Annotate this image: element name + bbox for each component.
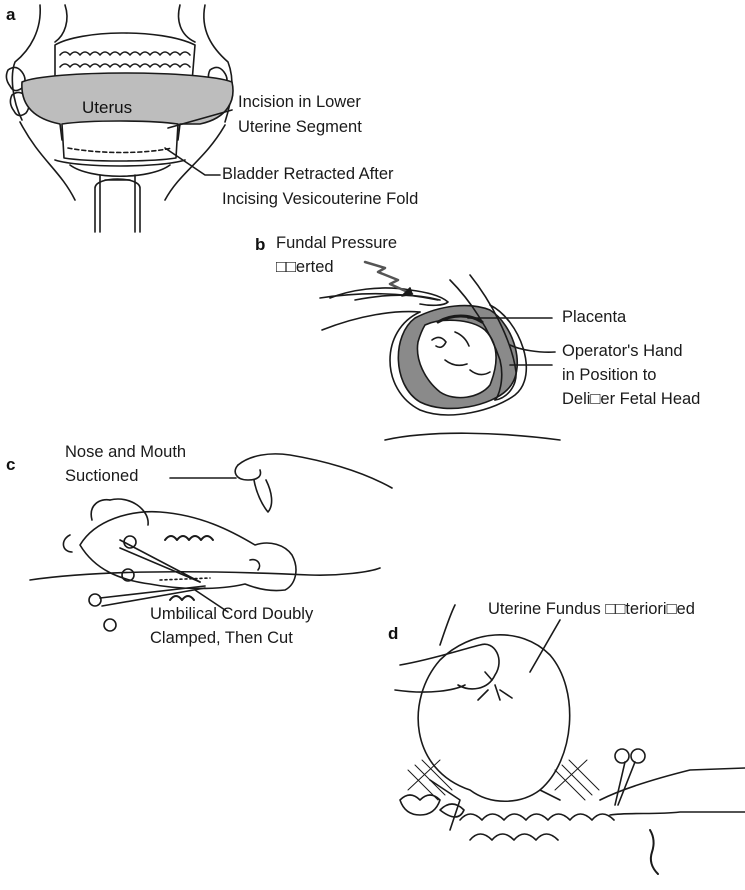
callout-fundal-pressure: Fundal Pressure — [276, 234, 397, 253]
callout-uterine-segment: Uterine Segment — [238, 118, 362, 137]
callout-clamped-cut: Clamped, Then Cut — [150, 629, 293, 648]
panel-d-label: d — [388, 624, 398, 644]
panel-b-illustration — [320, 262, 560, 440]
panel-a-illustration — [6, 5, 233, 232]
callout-deliver-fetal-head: Deli□er Fetal Head — [562, 390, 700, 409]
callout-incision-lower: Incision in Lower — [238, 93, 361, 112]
callout-vesicouterine-fold: Incising Vesicouterine Fold — [222, 190, 418, 209]
uterus-label: Uterus — [82, 98, 132, 118]
callout-operators-hand: Operator's Hand — [562, 342, 683, 361]
callout-exerted: □□erted — [276, 258, 334, 277]
callout-bladder-retracted: Bladder Retracted After — [222, 165, 394, 184]
panel-d-illustration — [395, 605, 745, 874]
callout-placenta: Placenta — [562, 308, 626, 327]
panel-b-label: b — [255, 235, 265, 255]
callout-in-position: in Position to — [562, 366, 656, 385]
panel-c-label: c — [6, 455, 15, 475]
callout-uterine-fundus: Uterine Fundus □□teriori□ed — [488, 600, 695, 619]
callout-suctioned: Suctioned — [65, 467, 138, 486]
callout-nose-mouth: Nose and Mouth — [65, 443, 186, 462]
panel-a-label: a — [6, 5, 15, 25]
callout-umbilical-cord: Umbilical Cord Doubly — [150, 605, 313, 624]
